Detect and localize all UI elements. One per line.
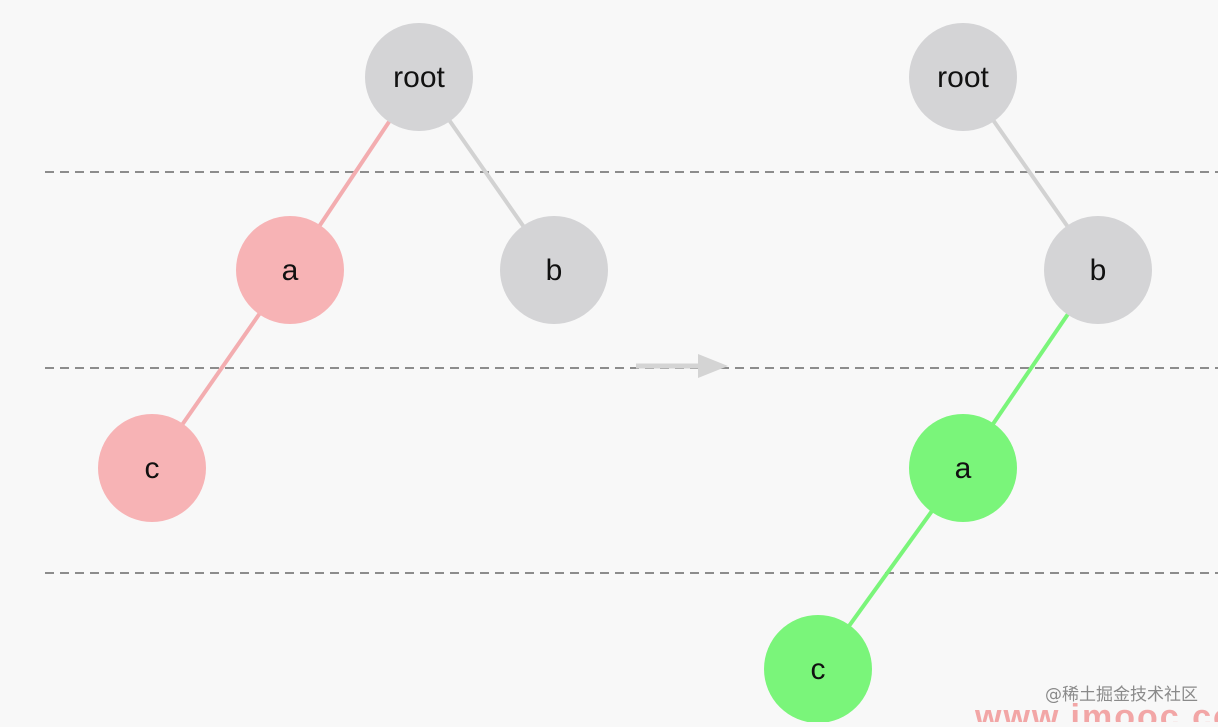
left-node-root-label: root [393, 61, 445, 94]
right-node-a-label: a [955, 452, 972, 485]
right-node-root-circle [909, 23, 1017, 131]
left-node-c-label: c [145, 452, 160, 485]
left-node-root: root [365, 23, 473, 131]
left-node-root-circle [365, 23, 473, 131]
right-node-root-label: root [937, 61, 989, 94]
right-node-b: b [1044, 216, 1152, 324]
left-node-c: c [98, 414, 206, 522]
right-node-b-circle [1044, 216, 1152, 324]
right-node-c-label: c [811, 653, 826, 686]
right-node-a: a [909, 414, 1017, 522]
transform-arrow-icon [636, 354, 728, 378]
watermark-text: @稀土掘金技术社区 [1045, 685, 1198, 705]
right-node-root: root [909, 23, 1017, 131]
left-node-a-label: a [282, 254, 299, 287]
left-node-b: b [500, 216, 608, 324]
watermark-brand: www.imooc.com [975, 700, 1218, 722]
right-node-a-circle [909, 414, 1017, 522]
left-node-a: a [236, 216, 344, 324]
right-node-c: c [764, 615, 872, 723]
left-node-b-label: b [546, 254, 563, 287]
right-tree: root b a c [764, 23, 1152, 723]
left-node-a-circle [236, 216, 344, 324]
right-node-b-label: b [1090, 254, 1107, 287]
left-node-b-circle [500, 216, 608, 324]
right-node-c-circle [764, 615, 872, 723]
left-node-c-circle [98, 414, 206, 522]
left-tree: root a b c [98, 23, 608, 522]
